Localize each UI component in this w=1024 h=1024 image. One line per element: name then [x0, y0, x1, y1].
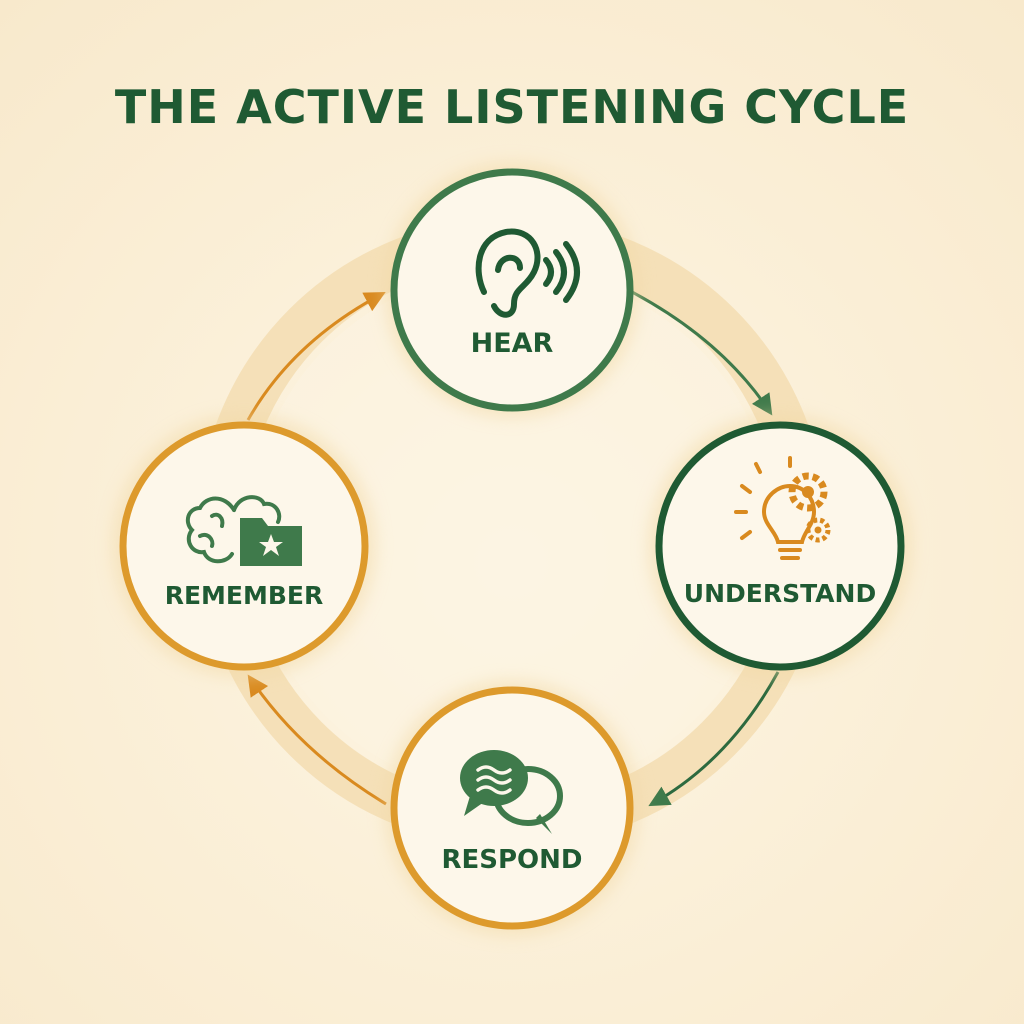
- node-label-remember: REMEMBER: [165, 581, 324, 610]
- arrow-respond-to-remember: [247, 674, 387, 806]
- chat-bubbles-icon: [460, 750, 563, 834]
- ear-sound-icon: [475, 228, 580, 318]
- node-understand: UNDERSTAND: [648, 414, 912, 678]
- arrow-hear-to-understand: [631, 290, 773, 416]
- cycle-center: [250, 270, 774, 794]
- lightbulb-gears-icon: [734, 456, 831, 560]
- node-remember: REMEMBER: [112, 414, 376, 678]
- arrow-understand-to-respond: [648, 671, 780, 807]
- arrow-remember-to-hear: [246, 292, 386, 421]
- node-respond: RESPOND: [384, 680, 640, 936]
- brain-folder-icon: [185, 495, 302, 566]
- node-label-understand: UNDERSTAND: [684, 579, 876, 608]
- node-label-respond: RESPOND: [441, 845, 582, 875]
- page-title: THE ACTIVE LISTENING CYCLE: [114, 80, 910, 134]
- node-label-hear: HEAR: [471, 328, 554, 359]
- node-hear: HEAR: [384, 162, 640, 418]
